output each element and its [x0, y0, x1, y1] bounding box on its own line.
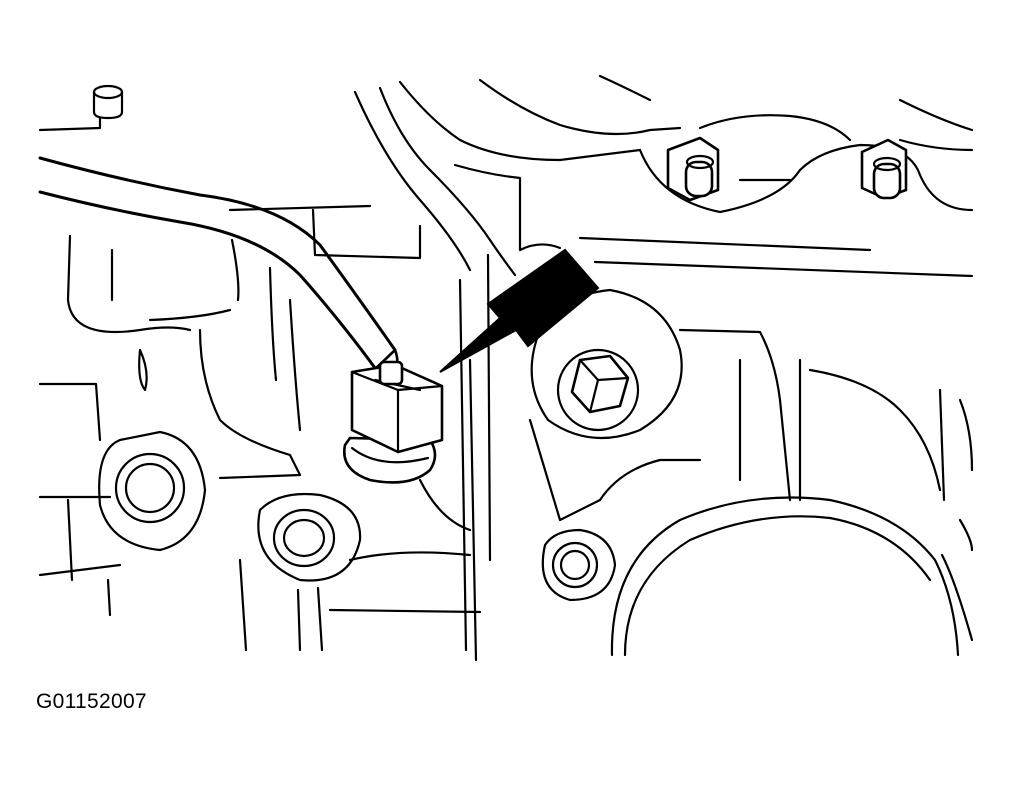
plug-cap: [38, 84, 124, 132]
engine-block-upper: [228, 74, 974, 278]
figure-caption-code: G01152007: [36, 690, 147, 713]
indicator-arrow: [439, 248, 600, 373]
engine-block-right: [528, 328, 974, 642]
boss-center: [257, 492, 362, 652]
boss-lower-right: [541, 528, 617, 602]
wire-harness: [38, 156, 399, 382]
flange-bolt-right: [860, 138, 908, 200]
boss-with-bolt: [530, 288, 683, 440]
engine-block-left: [38, 234, 302, 617]
flange-bolt-left: [666, 136, 720, 202]
sensor: [343, 360, 444, 484]
oil-filter: [610, 496, 960, 657]
boss-left: [98, 430, 207, 552]
